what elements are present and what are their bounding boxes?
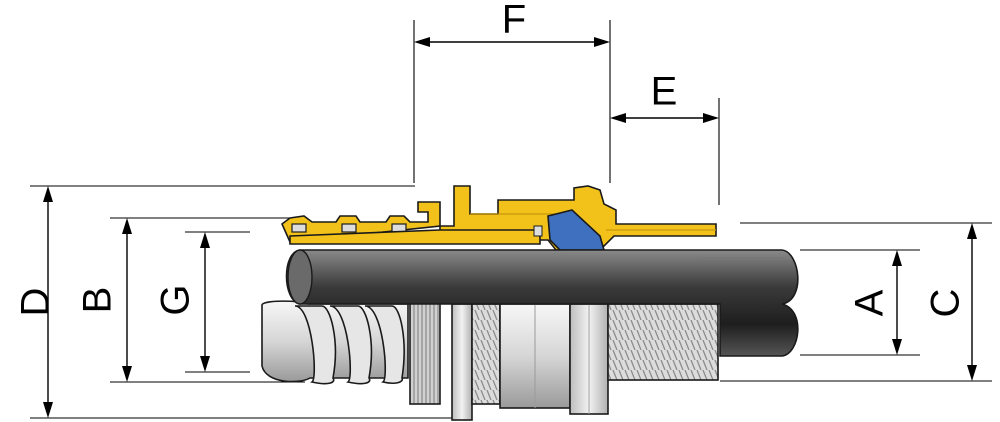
- label-f: F: [502, 0, 526, 42]
- label-g: G: [154, 284, 198, 315]
- dimension-g: [200, 232, 210, 372]
- label-a: A: [848, 289, 892, 316]
- extension-lines: [30, 20, 992, 419]
- label-b: B: [76, 287, 120, 314]
- dimension-a: [892, 250, 902, 355]
- label-d: D: [14, 288, 58, 317]
- body-thread: [471, 303, 501, 405]
- dimension-c: [967, 223, 977, 381]
- knurled-ring: [409, 299, 441, 405]
- dimension-f: [414, 37, 610, 47]
- body-hex: [499, 303, 571, 409]
- label-e: E: [651, 70, 678, 114]
- locknut: [451, 303, 473, 421]
- armour-coil: [261, 298, 409, 385]
- dimension-b: [122, 218, 132, 382]
- dimension-labels: D B G A C F E: [14, 0, 968, 317]
- dimension-e: [610, 113, 719, 123]
- dimension-d: [43, 186, 53, 418]
- cable: [285, 249, 799, 357]
- label-c: C: [924, 289, 968, 318]
- brass-section: [281, 185, 717, 251]
- entry-thread: [607, 303, 719, 381]
- entry-hex: [569, 303, 609, 415]
